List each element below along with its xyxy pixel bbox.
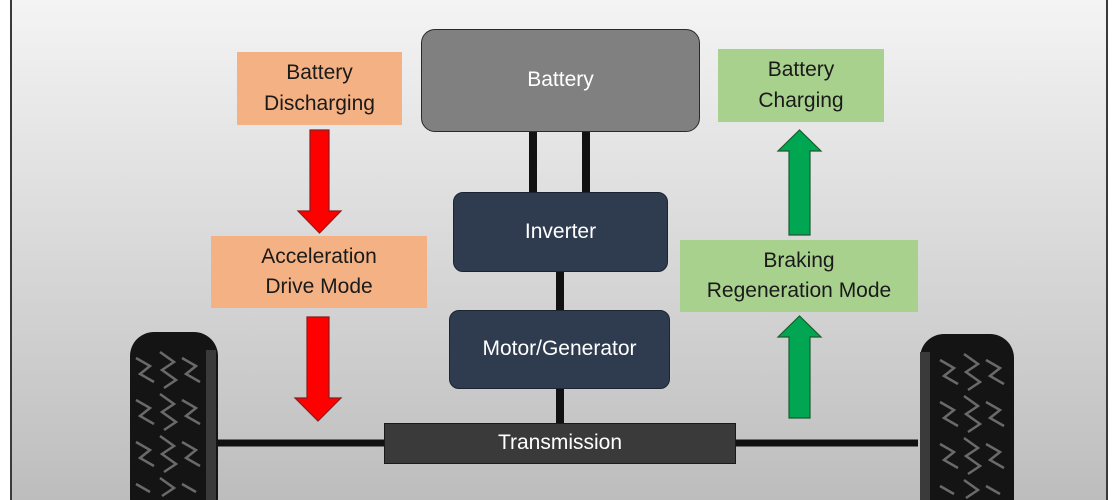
battery-charging-line2: Charging xyxy=(758,88,844,112)
battery-discharging-line2: Discharging xyxy=(264,91,375,115)
inverter-label: Inverter xyxy=(524,219,597,243)
braking-line2: Regeneration Mode xyxy=(706,279,892,302)
battery-charging-box: Battery Charging xyxy=(718,49,884,122)
left-wheel-icon xyxy=(130,332,218,500)
transmission-block: Transmission xyxy=(384,423,736,464)
acceleration-line1: Acceleration xyxy=(261,244,377,268)
discharge-arrow-upper xyxy=(296,129,343,234)
motor-generator-block: Motor/Generator xyxy=(449,310,670,389)
battery-discharging-line1: Battery xyxy=(286,61,353,85)
charge-arrow-lower xyxy=(776,315,823,419)
transmission-label: Transmission xyxy=(497,431,623,455)
battery-label: Battery xyxy=(527,68,594,92)
charge-arrow-upper xyxy=(776,129,823,236)
braking-regeneration-mode-box: Braking Regeneration Mode xyxy=(680,240,918,312)
motor-generator-label: Motor/Generator xyxy=(482,337,637,361)
braking-line1: Braking xyxy=(763,248,835,272)
discharge-arrow-lower xyxy=(293,316,343,422)
battery-charging-line1: Battery xyxy=(767,58,835,82)
battery-discharging-box: Battery Discharging xyxy=(237,52,402,125)
inverter-block: Inverter xyxy=(453,192,668,272)
right-wheel-icon xyxy=(920,334,1014,500)
battery-block: Battery xyxy=(421,29,700,132)
acceleration-line2: Drive Mode xyxy=(265,275,373,298)
acceleration-drive-mode-box: Acceleration Drive Mode xyxy=(211,236,427,308)
